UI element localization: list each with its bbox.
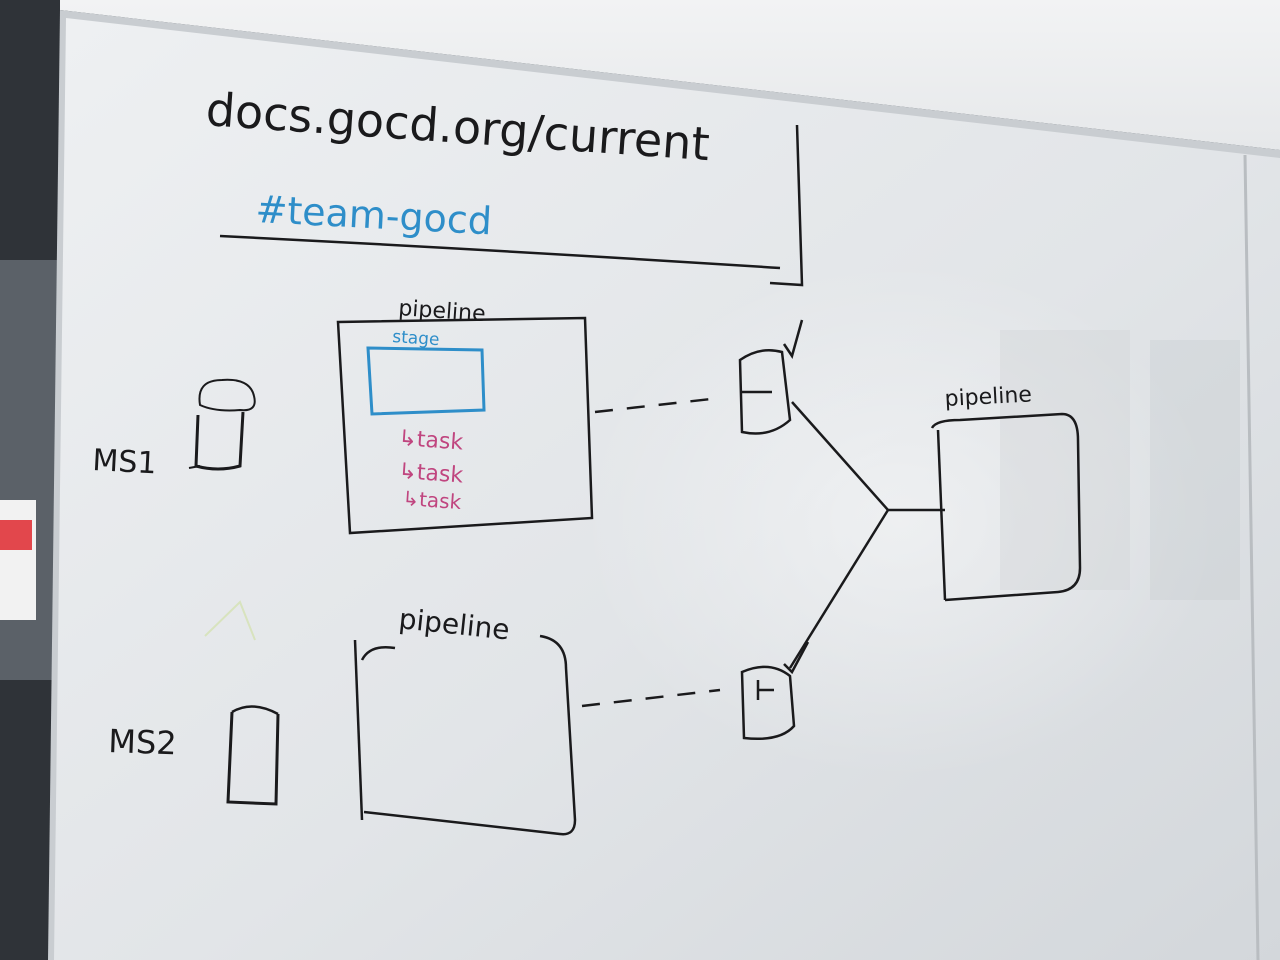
pipeline-bottom-left-edge xyxy=(353,639,364,821)
pipeline-top-box xyxy=(336,316,594,535)
stage-box xyxy=(366,346,486,416)
ms2-cylinder-icon xyxy=(226,711,280,806)
pipeline-right-label: pipeline xyxy=(944,382,1032,412)
ms1-cloud-icon xyxy=(198,378,256,412)
left-screen-red xyxy=(0,520,32,550)
faint-ghost-mark xyxy=(204,600,256,641)
trigger-bottom-bar xyxy=(756,680,774,700)
pipeline-bottom-box xyxy=(363,634,577,836)
pipeline-top: pipeline stage ↳task ↳task ↳task xyxy=(336,296,594,535)
fan-in-line-bottom xyxy=(788,509,890,669)
trigger-node-bottom xyxy=(740,641,810,740)
pipeline-bottom-corner xyxy=(360,646,396,661)
task-3-label: ↳task xyxy=(402,486,463,514)
trigger-bottom-shape xyxy=(740,665,796,740)
pipeline-right: pipeline xyxy=(930,382,1082,602)
trigger-top-shape xyxy=(738,349,792,435)
trigger-node-top xyxy=(738,319,804,435)
header-bracket xyxy=(769,124,804,287)
task-1-label: ↳task xyxy=(398,426,465,455)
left-screen xyxy=(0,500,36,620)
material-ms1: MS1 xyxy=(92,378,256,481)
wall-above-board xyxy=(60,0,1280,150)
check-icon-bottom xyxy=(783,641,810,675)
ms1-cylinder-base xyxy=(188,465,201,469)
dashed-link-bottom xyxy=(581,688,721,708)
reflection-window xyxy=(1000,330,1130,590)
pipeline-right-left-edge xyxy=(936,429,947,601)
ms2-label: MS2 xyxy=(108,722,178,762)
board-panel-seam xyxy=(1243,154,1260,960)
stage-label: stage xyxy=(392,327,440,350)
reflection-window-2 xyxy=(1150,340,1240,600)
check-icon-top xyxy=(782,319,804,359)
dashed-link-top xyxy=(594,396,721,414)
ms1-label: MS1 xyxy=(92,443,158,481)
task-2-label: ↳task xyxy=(398,459,465,488)
ms2-cylinder-top xyxy=(231,705,279,716)
pipeline-right-box xyxy=(930,412,1082,602)
material-ms2: MS2 xyxy=(108,705,280,806)
header-underline xyxy=(219,234,781,270)
